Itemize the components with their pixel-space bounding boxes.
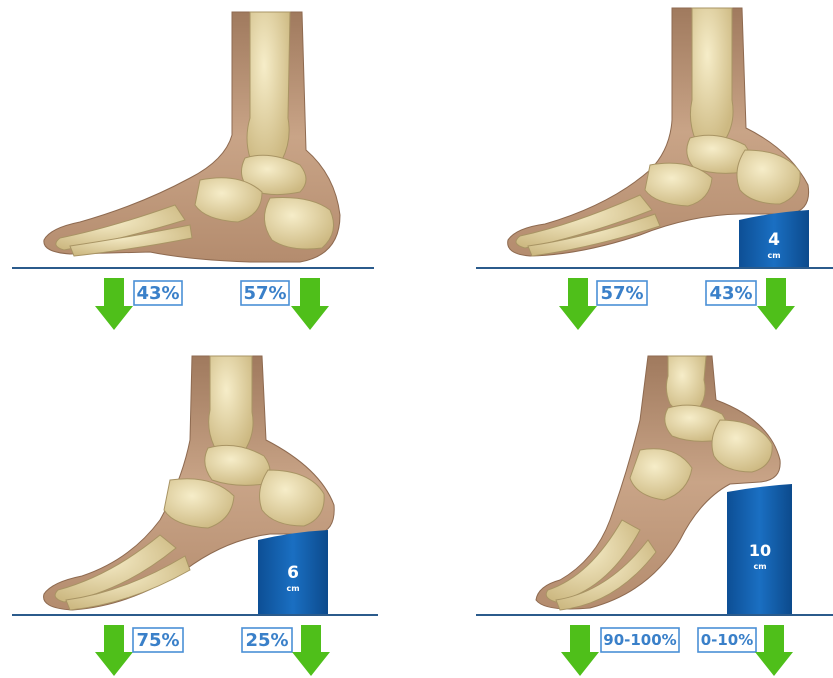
panel-flat: 43% 57% [12, 12, 374, 330]
heel-pressure-label: 43% [706, 281, 756, 305]
forefoot-pressure-value: 43% [136, 283, 179, 304]
heel-pressure-label: 25% [242, 628, 292, 652]
heel-height-unit: cm [286, 584, 299, 593]
heel-arrow [291, 278, 329, 330]
heel-arrow [755, 625, 793, 676]
heel-arrow [757, 278, 795, 330]
heel-pressure-value: 43% [709, 283, 752, 304]
forefoot-pressure-value: 90-100% [603, 631, 676, 649]
panel-6cm: 6 cm 75% 25% [12, 356, 378, 676]
heel-arrow [292, 625, 330, 676]
heel-pressure-label: 0-10% [698, 628, 756, 652]
forefoot-pressure-label: 57% [597, 281, 647, 305]
heel-height-value: 4 [768, 230, 780, 250]
heel-pressure-value: 25% [245, 630, 288, 651]
forefoot-pressure-label: 43% [134, 281, 182, 305]
heel-block: 6 cm [258, 530, 328, 615]
heel-height-unit: cm [753, 562, 766, 571]
forefoot-pressure-label: 90-100% [601, 628, 679, 652]
heel-block: 4 cm [739, 210, 809, 268]
heel-height-value: 10 [749, 541, 771, 560]
forefoot-arrow [561, 625, 599, 676]
forefoot-pressure-label: 75% [133, 628, 183, 652]
panel-10cm: 10 cm 90-100% 0-10% [476, 356, 833, 676]
heel-block: 10 cm [727, 484, 792, 615]
heel-height-unit: cm [767, 251, 780, 260]
foot-illustration [44, 12, 340, 262]
forefoot-arrow [559, 278, 597, 330]
panel-4cm: 4 cm 57% 43% [476, 8, 833, 330]
heel-pressure-label: 57% [241, 281, 289, 305]
heel-pressure-value: 57% [243, 283, 286, 304]
heel-height-value: 6 [287, 563, 299, 583]
forefoot-pressure-value: 57% [600, 283, 643, 304]
forefoot-arrow [95, 625, 133, 676]
forefoot-pressure-value: 75% [136, 630, 179, 651]
heel-pressure-value: 0-10% [701, 631, 754, 649]
forefoot-arrow [95, 278, 133, 330]
